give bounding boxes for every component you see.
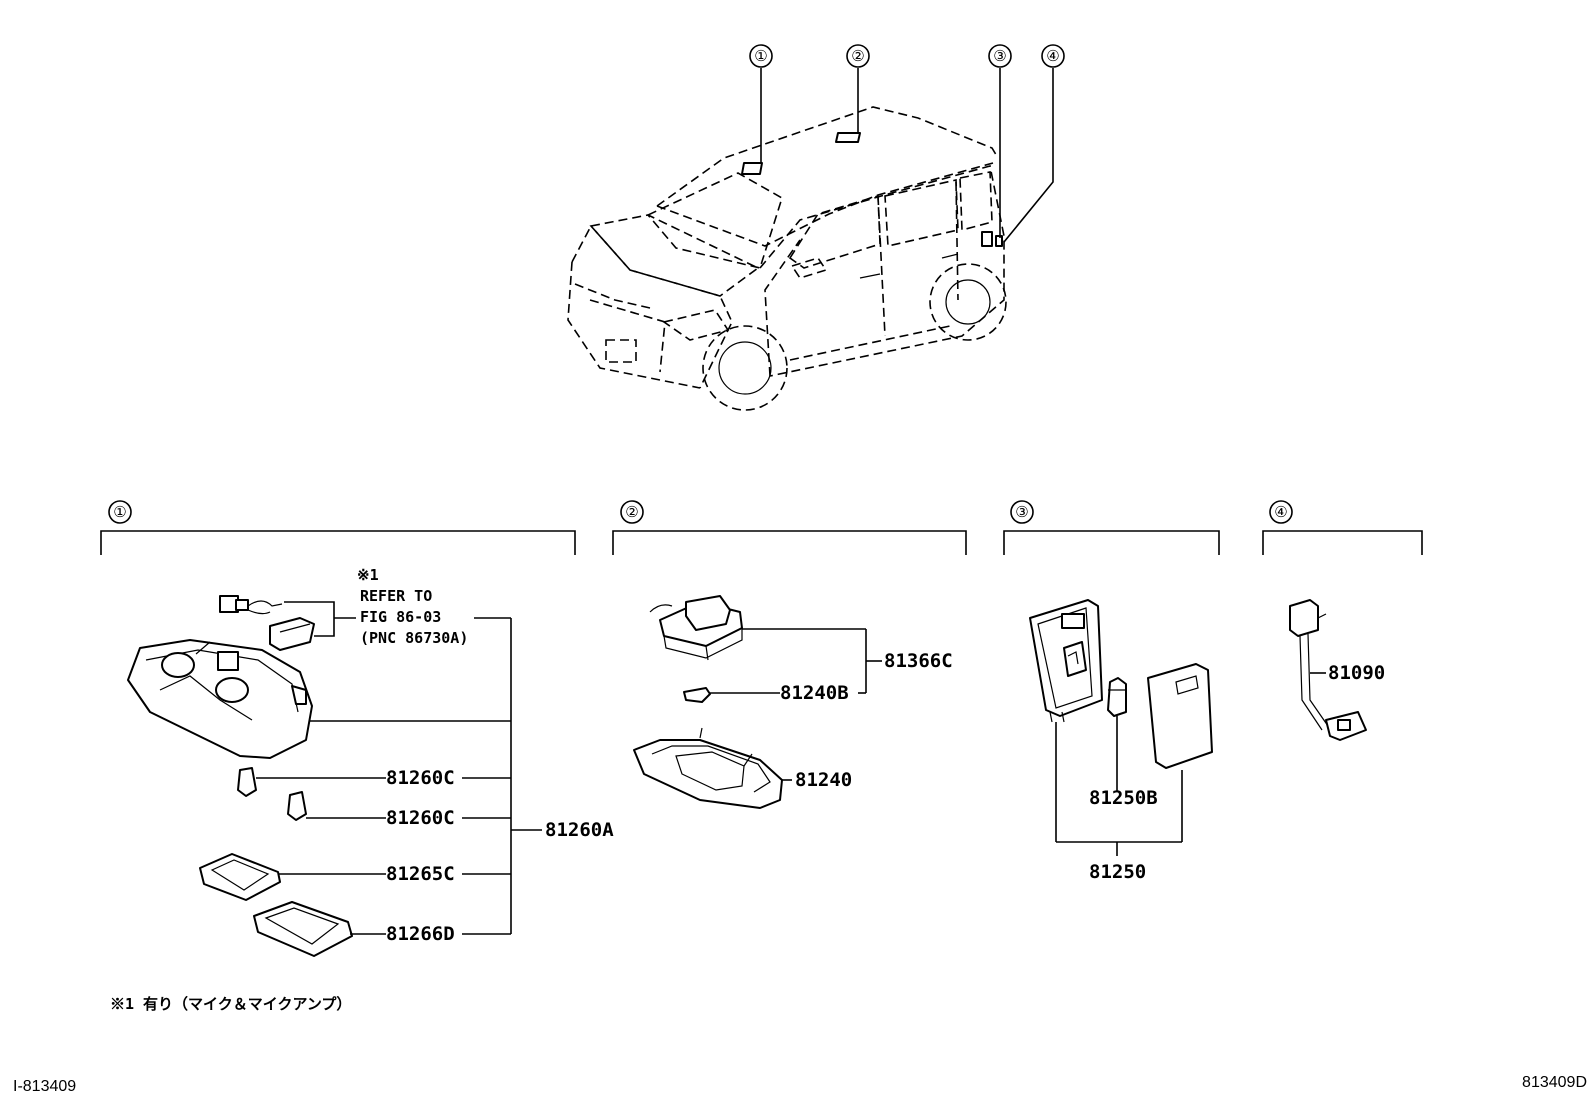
luggage-lamp-bulb [1107, 677, 1127, 717]
section-2-header: ② [612, 500, 967, 555]
svg-text:①: ① [113, 503, 126, 521]
vehicle-callout-2: ② [846, 44, 870, 68]
part-number-81260C-b: 81260C [386, 807, 455, 829]
part-number-81260C-a: 81260C [386, 767, 455, 789]
svg-text:④: ④ [1046, 47, 1059, 65]
wire-harness-81090 [1289, 599, 1367, 741]
luggage-lamp-lens [1147, 663, 1213, 769]
section-1-leaders [256, 617, 542, 935]
bulb-81260C-b [287, 791, 307, 821]
section-1-header: ① [100, 500, 576, 555]
room-lamp-bulb [683, 687, 711, 703]
lens-81266D [253, 901, 353, 957]
svg-text:(PNC 86730A): (PNC 86730A) [360, 629, 468, 647]
section-4-header: ④ [1262, 500, 1423, 555]
vehicle-illustration [567, 106, 1007, 411]
part-number-81090: 81090 [1328, 662, 1385, 684]
lens-81265C [199, 853, 281, 901]
section-3-leaders [1055, 716, 1183, 856]
illustration-id: I-813409 [13, 1078, 76, 1095]
mic-amplifier-part [269, 617, 315, 651]
part-number-81265C: 81265C [386, 863, 455, 885]
luggage-lamp-housing [1029, 599, 1103, 723]
mic-leader [284, 601, 335, 637]
section-3-header: ③ [1003, 500, 1220, 555]
svg-text:④: ④ [1274, 503, 1287, 521]
svg-text:REFER TO: REFER TO [360, 587, 432, 605]
part-number-81240B: 81240B [780, 682, 849, 704]
svg-text:③: ③ [1015, 503, 1028, 521]
svg-text:※1: ※1 [357, 566, 379, 584]
vehicle-callout-leaders [760, 68, 1054, 243]
reference-note: ※1 REFER TO FIG 86-03 (PNC 86730A) [357, 566, 468, 647]
map-lamp-housing [127, 639, 313, 759]
part-number-81366C: 81366C [884, 650, 953, 672]
room-lamp-socket [649, 595, 743, 661]
svg-text:③: ③ [993, 47, 1006, 65]
svg-text:②: ② [625, 503, 638, 521]
part-number-81266D: 81266D [386, 923, 455, 945]
section-2-leaders [710, 628, 882, 781]
microphone-part [219, 595, 283, 615]
vehicle-callout-3: ③ [988, 44, 1012, 68]
part-number-81250B: 81250B [1089, 787, 1158, 809]
part-number-81260A: 81260A [545, 819, 614, 841]
svg-text:FIG 86-03: FIG 86-03 [360, 608, 441, 626]
footnote: ※1 有り（マイク＆マイクアンプ） [110, 995, 351, 1013]
vehicle-callout-4: ④ [1041, 44, 1065, 68]
part-number-81240: 81240 [795, 769, 852, 791]
bulb-81260C-a [237, 767, 257, 797]
figure-id: 813409D [1522, 1074, 1587, 1091]
room-lamp-housing [633, 727, 783, 809]
vehicle-callout-1: ① [749, 44, 773, 68]
svg-text:②: ② [851, 47, 864, 65]
svg-text:①: ① [754, 47, 767, 65]
part-number-81250: 81250 [1089, 861, 1146, 883]
